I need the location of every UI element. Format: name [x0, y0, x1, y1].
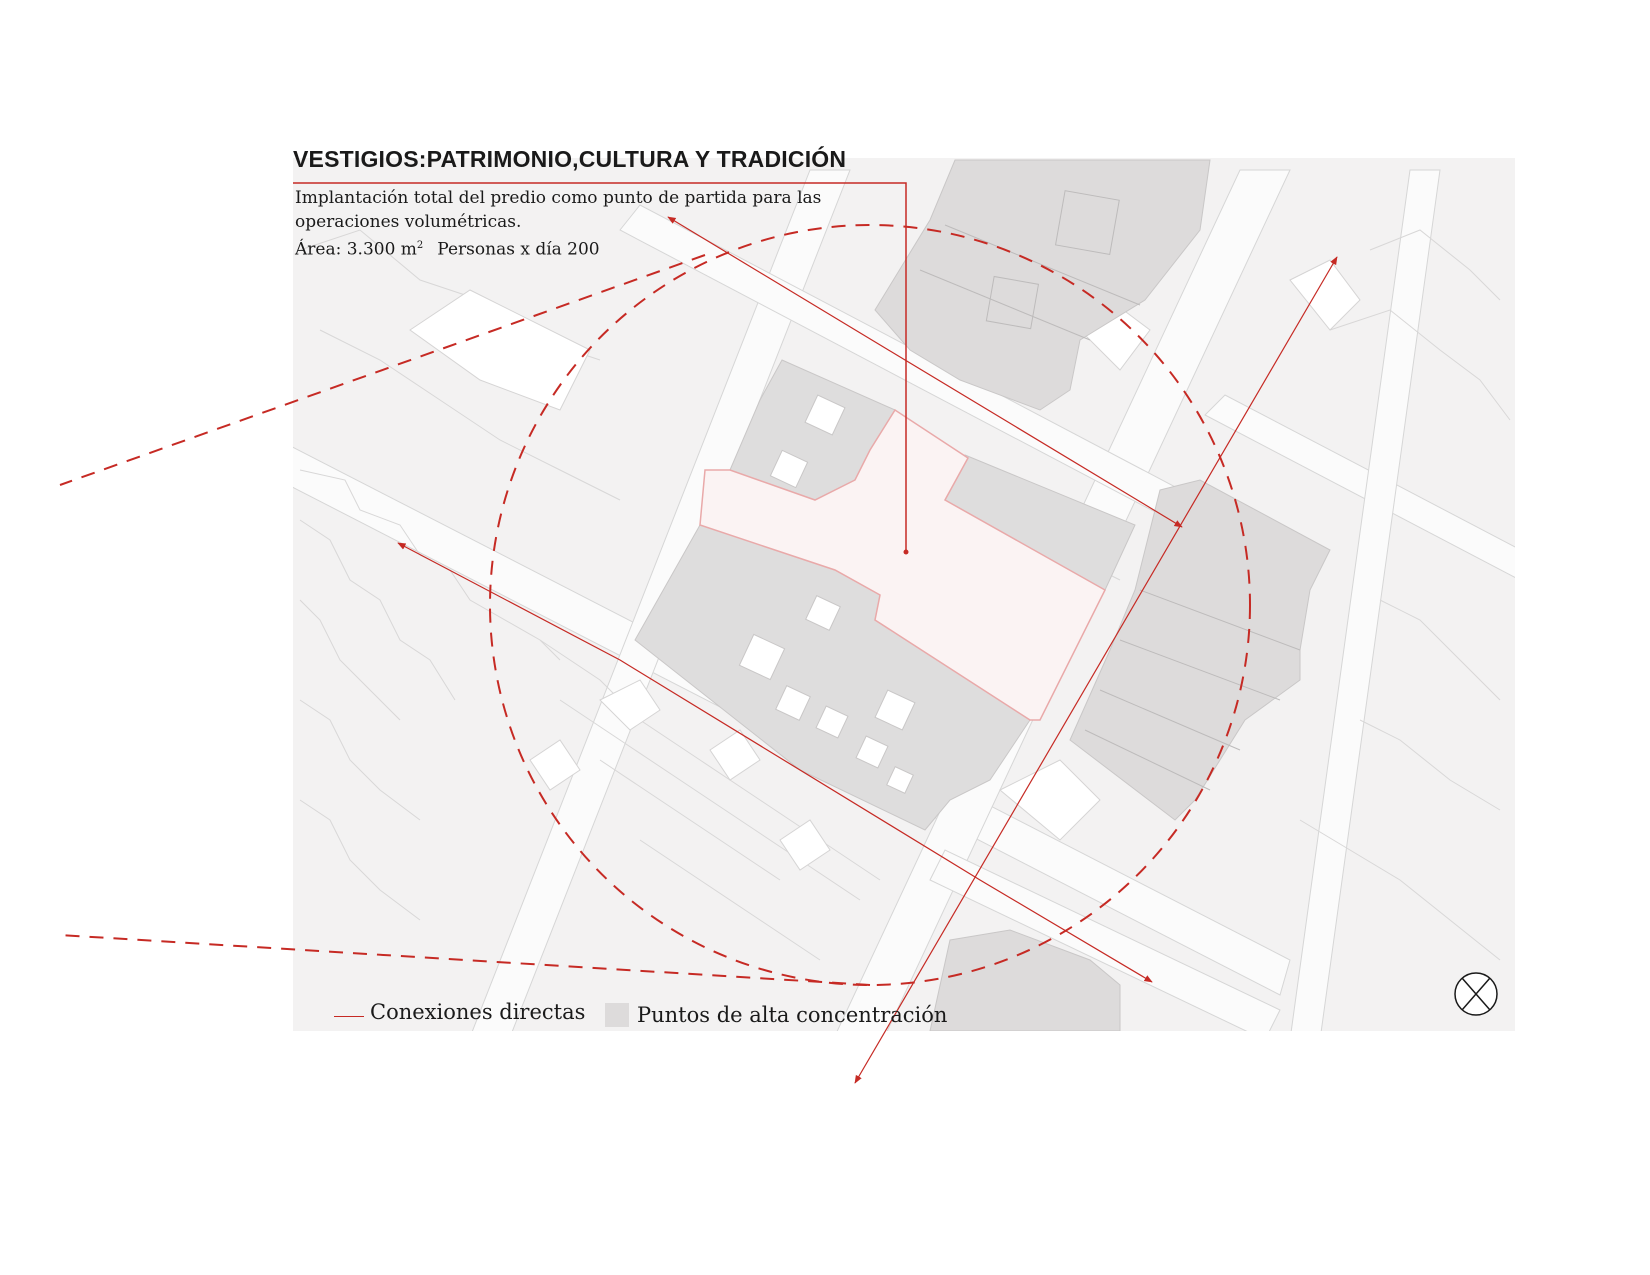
legend-concentration: Puntos de alta concentración — [605, 1003, 947, 1027]
legend-line-swatch — [334, 1015, 364, 1017]
influence-diagram — [59, 182, 1338, 1084]
north-arrow-icon — [1454, 972, 1498, 1016]
people-label: Personas x día 200 — [437, 239, 600, 260]
area-label: Área: 3.300 m — [295, 239, 417, 260]
description-line-2: operaciones volumétricas. — [295, 212, 522, 232]
legend-concentration-label: Puntos de alta concentración — [637, 1003, 948, 1027]
site-description: Implantación total del predio como punto… — [295, 186, 895, 262]
page-title: VESTIGIOS:PATRIMONIO,CULTURA Y TRADICIÓN — [293, 146, 847, 172]
description-line-1: Implantación total del predio como punto… — [295, 188, 822, 208]
leader-dot — [903, 549, 909, 555]
sightline-lower — [59, 934, 871, 986]
legend-connections: Conexiones directas — [334, 1000, 585, 1024]
legend-gray-swatch — [605, 1003, 629, 1027]
legend-connections-label: Conexiones directas — [370, 1000, 586, 1024]
base-map — [293, 158, 1515, 1031]
description-stats: Área: 3.300 m2 Personas x día 200 — [295, 234, 895, 262]
area-unit-superscript: 2 — [416, 240, 424, 251]
sightline-upper — [59, 254, 706, 486]
connection-diagonal — [854, 256, 1338, 1084]
